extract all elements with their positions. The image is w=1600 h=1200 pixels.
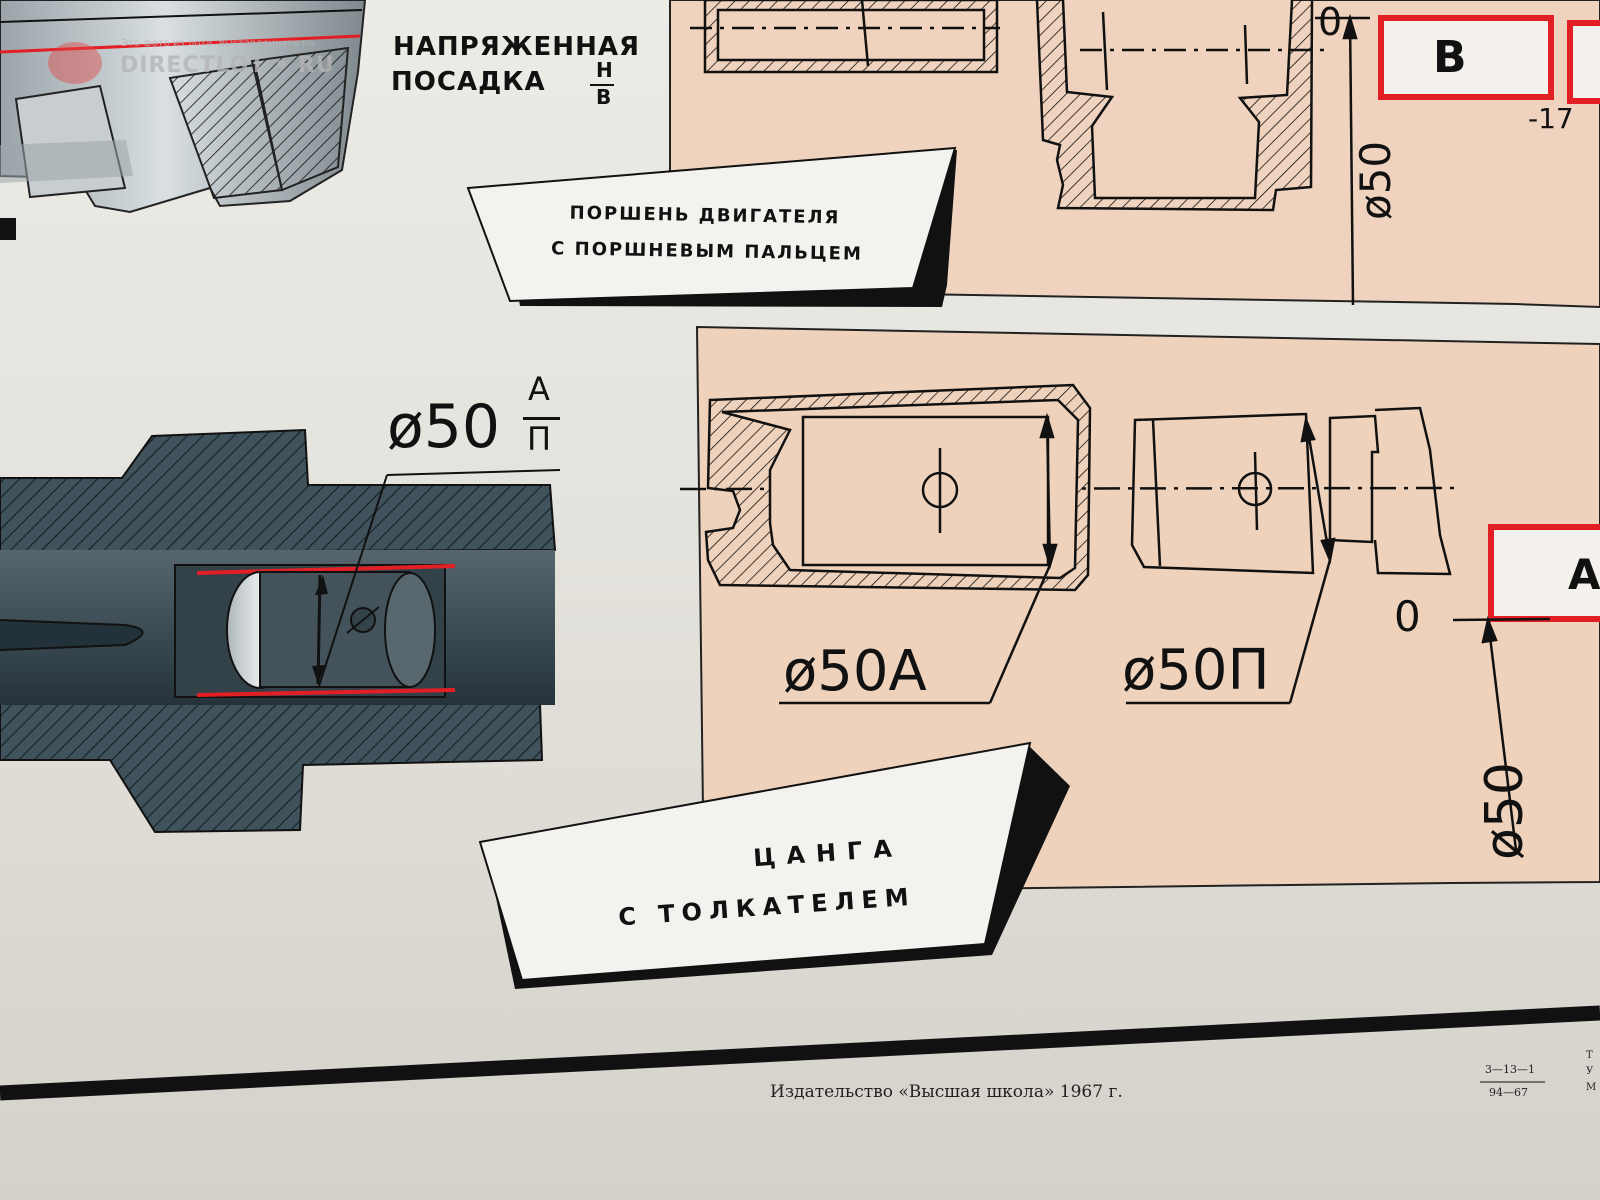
red-box-b — [1378, 15, 1554, 100]
red-box-a — [1488, 524, 1600, 622]
tight-fit-line2: ПОСАДКА — [391, 67, 546, 97]
publisher-text: Издательство «Высшая школа» 1967 г. — [770, 1082, 1123, 1102]
cut-footer-char-1: Т — [1586, 1050, 1593, 1061]
print-code-top: 3—13—1 — [1485, 1063, 1535, 1076]
watermark-caption: Это фото из лота, выставленного на — [121, 38, 315, 49]
collet-fraction-line — [523, 417, 560, 420]
hole-label: ø50А — [783, 639, 927, 704]
fit-fraction-line — [590, 84, 614, 86]
diameter-middle: ø50 — [1475, 762, 1535, 860]
zero-top: 0 — [1318, 0, 1343, 44]
deviation-value: -17 — [1528, 102, 1574, 135]
tight-fit-line1: НАПРЯЖЕННАЯ — [393, 32, 640, 62]
fit-fraction-top: Н — [596, 58, 613, 82]
fit-fraction-bottom: В — [596, 85, 612, 109]
footer-rule — [0, 1005, 1600, 1101]
zero-middle: 0 — [1394, 592, 1421, 641]
box-letter-a: А — [1568, 550, 1600, 599]
collet-label-plate — [478, 741, 1032, 982]
collet-fraction-bottom: П — [527, 420, 552, 458]
box-letter-b: В — [1433, 32, 1467, 83]
collet-illustration — [0, 428, 561, 834]
upper-right-drawings — [690, 0, 1370, 306]
shaft-label: ø50П — [1122, 638, 1270, 703]
middle-right-drawings — [679, 383, 1551, 851]
cut-footer-char-3: М — [1586, 1082, 1597, 1093]
diameter-top: ø50 — [1351, 140, 1400, 220]
collet-fraction-top: А — [528, 370, 550, 408]
print-code-bottom: 94—67 — [1489, 1086, 1528, 1099]
piston-illustration — [0, 0, 367, 240]
piston-label-plate — [466, 146, 957, 303]
watermark-brand: DIRECTLOT • RU — [120, 53, 335, 78]
watermark-logo — [48, 42, 102, 84]
cut-footer-char-2: У — [1586, 1066, 1594, 1077]
collet-diameter: ø50 — [387, 392, 501, 462]
